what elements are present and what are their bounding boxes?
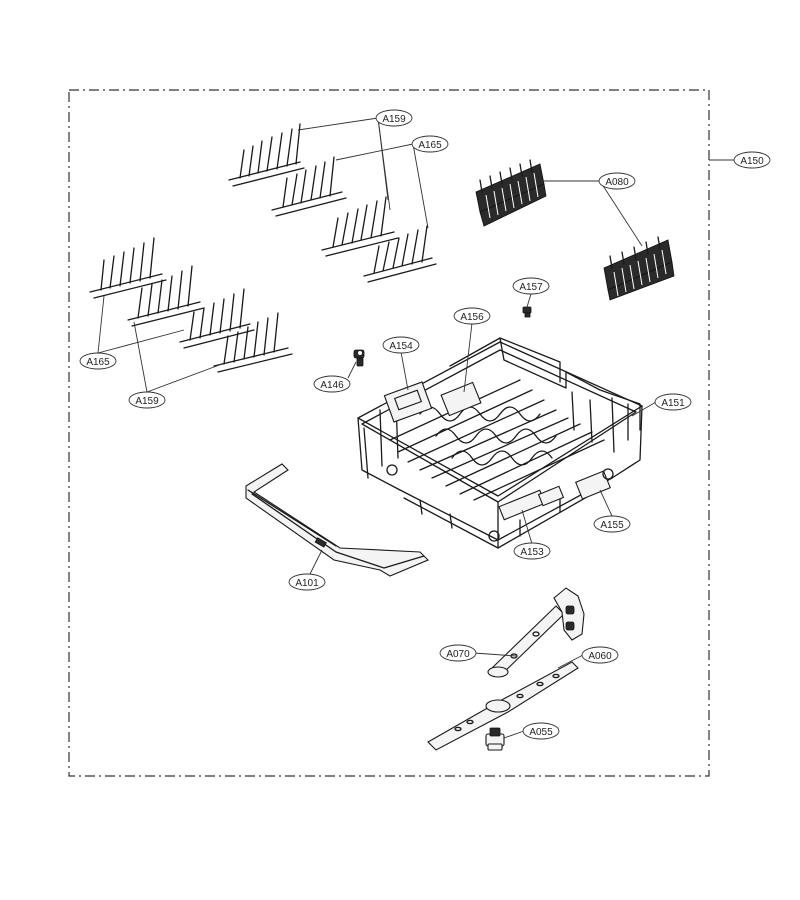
callout-a159-left[interactable]: A159 xyxy=(128,391,166,409)
callout-a159-top[interactable]: A159 xyxy=(375,109,413,127)
lower-spray-arm xyxy=(427,661,579,751)
callout-a080[interactable]: A080 xyxy=(598,172,636,190)
tine-row-left-1 xyxy=(89,237,167,299)
tine-row-left-2 xyxy=(127,265,205,327)
svg-text:A153: A153 xyxy=(520,547,544,558)
svg-text:A155: A155 xyxy=(600,520,624,531)
callout-a155[interactable]: A155 xyxy=(593,515,631,533)
shelf-insert-upper xyxy=(475,159,547,227)
svg-text:A154: A154 xyxy=(389,341,413,352)
rack-handle-bar xyxy=(245,463,429,577)
svg-text:A070: A070 xyxy=(446,649,470,660)
svg-text:A055: A055 xyxy=(529,727,553,738)
svg-text:A150: A150 xyxy=(740,156,764,167)
tine-row-top-3 xyxy=(321,196,399,257)
svg-text:A101: A101 xyxy=(295,578,319,589)
svg-text:A151: A151 xyxy=(661,398,685,409)
svg-text:A165: A165 xyxy=(86,357,110,368)
shelf-insert-lower xyxy=(603,236,675,301)
callout-a154[interactable]: A154 xyxy=(382,336,420,354)
callout-a150[interactable]: A150 xyxy=(733,151,771,169)
svg-text:A060: A060 xyxy=(588,651,612,662)
svg-text:A080: A080 xyxy=(605,177,629,188)
tine-row-top-2 xyxy=(271,156,347,217)
assembly-boundary xyxy=(68,89,710,777)
tine-row-left-3 xyxy=(179,288,255,349)
tine-row-left-4 xyxy=(213,312,293,373)
callout-a165-top[interactable]: A165 xyxy=(411,135,449,153)
svg-text:A159: A159 xyxy=(135,396,159,407)
svg-text:A146: A146 xyxy=(320,380,344,391)
callout-a146[interactable]: A146 xyxy=(313,375,351,393)
svg-text:A165: A165 xyxy=(418,140,442,151)
callout-a055[interactable]: A055 xyxy=(522,722,560,740)
svg-text:A159: A159 xyxy=(382,114,406,125)
tine-row-top-1 xyxy=(228,123,305,187)
callout-a156[interactable]: A156 xyxy=(453,307,491,325)
spray-arm-hub xyxy=(485,727,505,751)
spray-arm-feed-tube xyxy=(487,587,585,678)
clip-part-a157 xyxy=(522,306,532,318)
callout-a153[interactable]: A153 xyxy=(513,542,551,560)
callout-a070[interactable]: A070 xyxy=(439,644,477,662)
leader-lines xyxy=(97,117,734,739)
callout-a165-left[interactable]: A165 xyxy=(79,352,117,370)
callout-a101[interactable]: A101 xyxy=(288,573,326,591)
svg-text:A157: A157 xyxy=(519,282,543,293)
clip-part-a146 xyxy=(353,349,365,367)
rack-basket xyxy=(357,337,643,549)
svg-text:A156: A156 xyxy=(460,312,484,323)
callout-a060[interactable]: A060 xyxy=(581,646,619,664)
callout-a157[interactable]: A157 xyxy=(512,277,550,295)
tine-row-top-4 xyxy=(363,225,437,283)
callout-a151[interactable]: A151 xyxy=(654,393,692,411)
